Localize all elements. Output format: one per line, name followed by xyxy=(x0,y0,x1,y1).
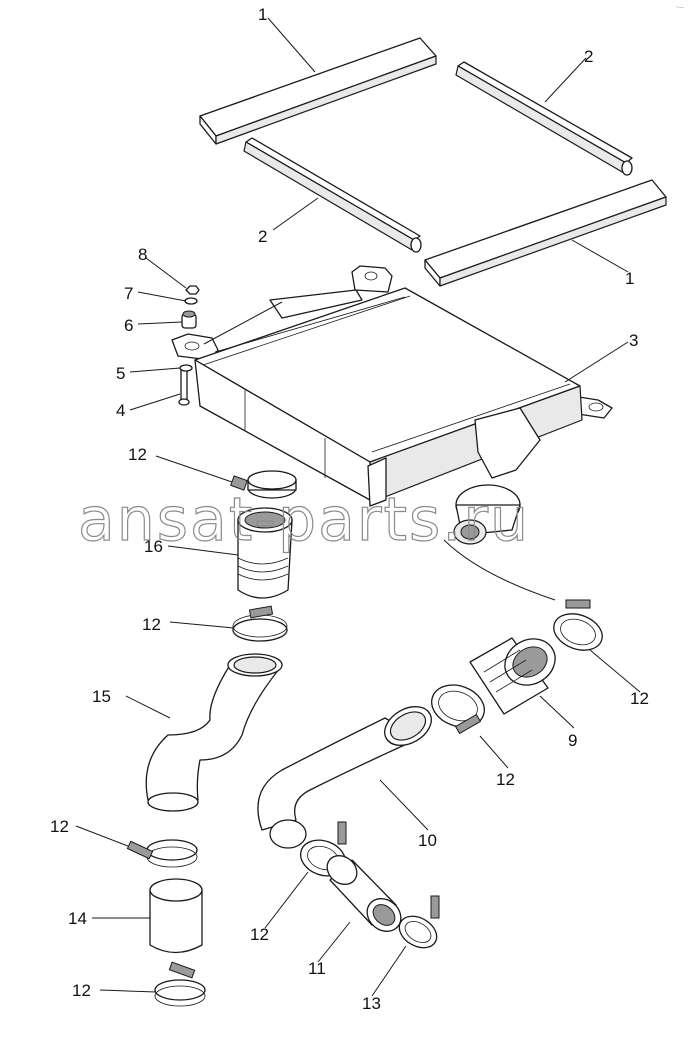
part-2-seal-strip-left xyxy=(243,137,422,253)
callout-14: 14 xyxy=(68,909,87,928)
part-5-washer xyxy=(179,364,193,372)
callout-10: 10 xyxy=(418,831,437,850)
part-16-hose xyxy=(237,507,293,599)
leader-lines xyxy=(75,17,641,997)
part-12-clamp-upper xyxy=(230,470,297,499)
part-14-hose xyxy=(149,878,203,954)
part-11-hose xyxy=(326,855,402,932)
callout-12-b: 12 xyxy=(142,615,161,634)
callout-12-c: 12 xyxy=(50,817,69,836)
part-2-seal-strip-right xyxy=(455,61,633,176)
callout-2-left: 2 xyxy=(258,227,267,246)
part-13-clamp xyxy=(398,895,440,949)
part-9-hose xyxy=(469,637,556,715)
part-8-nut xyxy=(185,285,200,295)
callout-12-a: 12 xyxy=(128,445,147,464)
part-10-pipe xyxy=(257,706,432,849)
callout-1-top: 1 xyxy=(258,5,267,24)
callout-9: 9 xyxy=(568,731,577,750)
callouts: 1 1 2 2 3 4 5 6 7 8 9 10 11 12 12 12 12 … xyxy=(50,5,649,1013)
part-1-foam-block-bottom xyxy=(424,179,667,287)
callout-12-e: 12 xyxy=(250,925,269,944)
callout-12-f: 12 xyxy=(496,770,515,789)
part-12-clamp-lower-left-b xyxy=(154,961,206,1007)
callout-6: 6 xyxy=(124,316,133,335)
callout-4: 4 xyxy=(116,401,125,420)
part-6-bushing xyxy=(181,310,197,329)
callout-16: 16 xyxy=(144,537,163,556)
callout-1-bottom: 1 xyxy=(625,269,634,288)
part-15-pipe xyxy=(145,653,283,812)
callout-3: 3 xyxy=(629,331,638,350)
part-12-clamp-lower-left-a xyxy=(126,839,198,868)
callout-13: 13 xyxy=(362,994,381,1013)
part-7-washer xyxy=(184,297,198,305)
callout-15: 15 xyxy=(92,687,111,706)
callout-12-g: 12 xyxy=(630,689,649,708)
part-1-foam-block-top xyxy=(199,37,437,145)
part-12-clamp-mid xyxy=(232,605,288,642)
part-4-bolt xyxy=(178,369,190,406)
callout-12-d: 12 xyxy=(72,981,91,1000)
callout-8: 8 xyxy=(138,245,147,264)
part-12-clamp-right-top xyxy=(553,599,603,651)
callout-11: 11 xyxy=(308,959,326,978)
corner-mark: ~— xyxy=(676,5,684,11)
callout-5: 5 xyxy=(116,364,125,383)
part-12-clamp-right-mid xyxy=(431,684,485,735)
callout-2-right: 2 xyxy=(584,47,593,66)
callout-7: 7 xyxy=(124,284,133,303)
part-3-intercooler xyxy=(171,265,613,545)
watermark: ansat-parts.ru xyxy=(78,485,530,555)
